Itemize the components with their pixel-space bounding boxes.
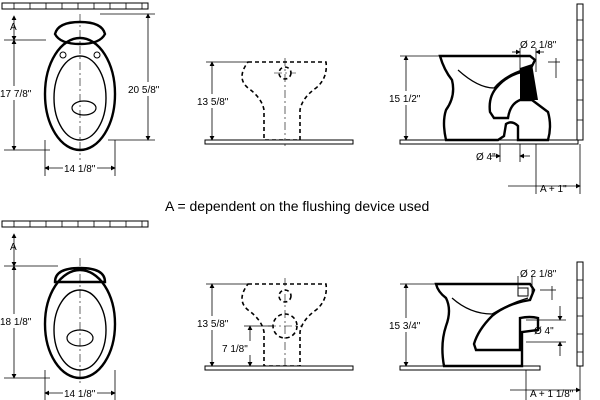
inlet-diameter: Ø 2 1/8" (520, 40, 557, 51)
bottom-row: A 18 1/8" 14 1/8" 13 5/8" (0, 220, 584, 400)
offset-dimension: A + 1" (540, 184, 567, 195)
flush-channel (520, 64, 538, 100)
bowl-rim (53, 55, 107, 141)
outlet-diameter: Ø 4" (476, 152, 496, 163)
side-wall (576, 261, 584, 367)
offset-dimension: A + 1 1/8" (530, 389, 574, 400)
tank-outline (53, 20, 107, 46)
front-height-dimension: 13 5/8" (197, 319, 229, 330)
top-plan-view: A 17 7/8" 20 5/8" 14 1/8" (0, 2, 165, 176)
depth-dimension: 17 7/8" (0, 89, 32, 100)
inlet-diameter: Ø 2 1/8" (520, 269, 557, 280)
tank-outline (53, 266, 107, 284)
floor-strip (204, 139, 354, 145)
bottom-front-view: 13 5/8" 7 1/8" (196, 278, 354, 371)
wall-strip (1, 2, 149, 10)
width-dimension: 14 1/8" (64, 164, 96, 175)
top-side-view: Ø 2 1/8" 15 1/2" Ø 4" A + 1" (388, 3, 584, 195)
side-height-dimension: 15 1/2" (389, 94, 421, 105)
toilet-side-profile (438, 54, 552, 142)
outlet-height-dimension: 7 1/8" (222, 344, 248, 355)
front-profile (241, 61, 328, 141)
bottom-plan-view: A 18 1/8" 14 1/8" (0, 220, 149, 400)
front-height-dimension: 13 5/8" (197, 97, 229, 108)
front-profile (241, 283, 328, 367)
depth-dimension: 18 1/8" (0, 317, 32, 328)
width-dimension: 14 1/8" (64, 389, 96, 400)
top-front-view: 13 5/8" (196, 58, 354, 146)
a-label: A (10, 22, 17, 33)
side-height-dimension: 15 3/4" (389, 321, 421, 332)
length-dimension: 20 5/8" (128, 85, 160, 96)
a-label: A (10, 242, 17, 253)
outlet-diameter: Ø 4" (534, 326, 554, 337)
toilet-side-profile (434, 282, 540, 368)
bottom-side-view: Ø 2 1/8" Ø 4" 15 3/4" A + 1 1/8" (388, 261, 584, 400)
side-wall (576, 3, 584, 141)
drain-opening (71, 100, 97, 116)
wall-strip (1, 220, 149, 228)
flushing-device-note: A = dependent on the flushing device use… (165, 198, 429, 214)
top-row: A 17 7/8" 20 5/8" 14 1/8" (0, 2, 584, 195)
